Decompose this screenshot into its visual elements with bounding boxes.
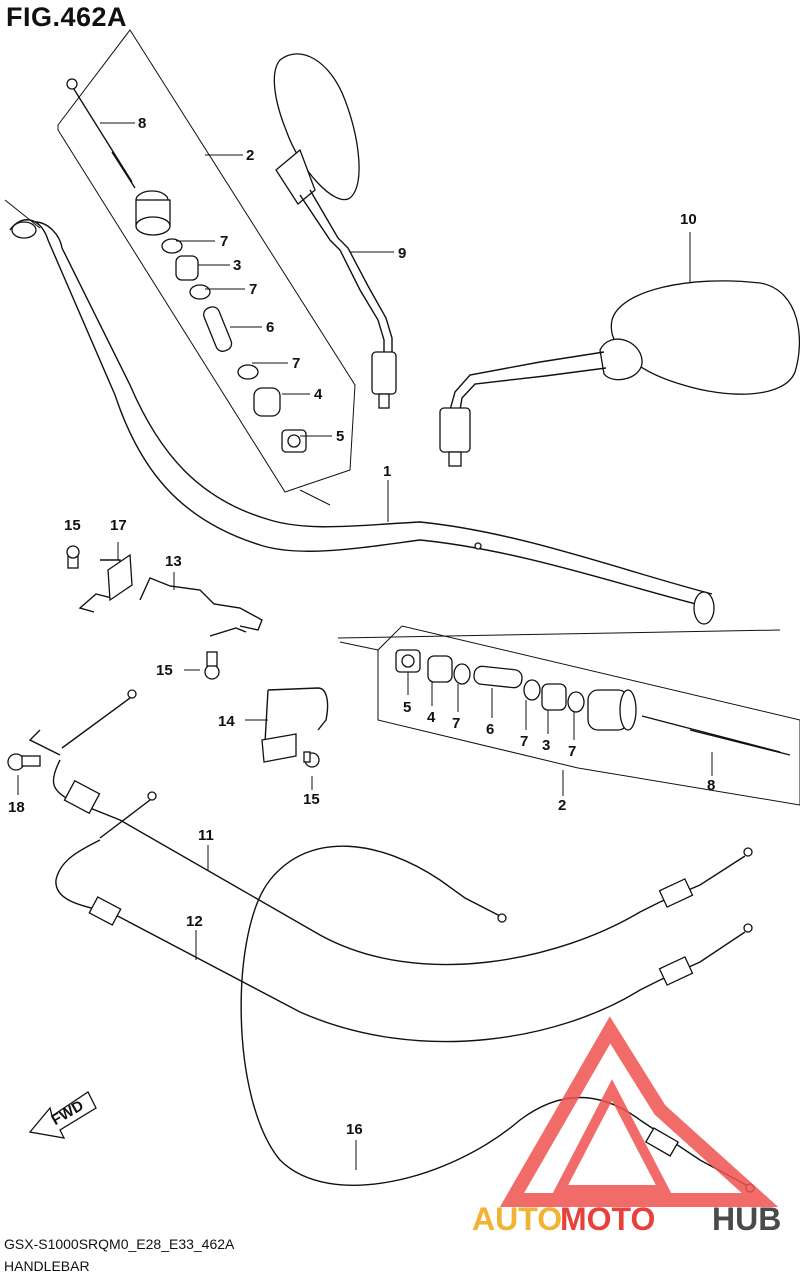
callout-11: 11 <box>198 827 214 844</box>
part-2-weight-lower <box>587 689 637 731</box>
part-1-handlebar <box>4 199 715 625</box>
part-12-return-cable <box>55 791 753 1043</box>
part-7-washer-d <box>453 663 471 685</box>
callout-4-upper: 4 <box>314 386 323 403</box>
callout-5-lower: 5 <box>403 699 411 716</box>
callout-7-f: 7 <box>568 743 576 760</box>
part-5-nut-lower <box>395 649 421 673</box>
watermark-auto: AUTO <box>472 1201 562 1237</box>
callout-6-lower: 6 <box>486 721 494 738</box>
part-5-nut-upper <box>281 429 307 453</box>
callout-4-lower: 4 <box>427 709 436 726</box>
part-10-mirror-right <box>439 280 800 467</box>
section-name: HANDLEBAR <box>4 1258 90 1274</box>
frame-tick-lower-a <box>339 641 379 651</box>
part-4-collar-upper <box>253 387 281 417</box>
callout-18: 18 <box>8 799 25 816</box>
callout-2-lower: 2 <box>558 797 566 814</box>
part-15-screw-a <box>66 545 80 569</box>
part-3-spacer-lower <box>541 683 567 711</box>
part-6-tube-upper <box>203 306 233 352</box>
callout-3-lower: 3 <box>542 737 550 754</box>
callout-6-upper: 6 <box>266 319 274 336</box>
part-15-screw-c <box>303 751 320 768</box>
callout-14: 14 <box>218 713 235 730</box>
part-4-collar-lower <box>427 655 453 683</box>
callout-7-b: 7 <box>249 281 257 298</box>
fwd-arrow-icon: FWD <box>28 1091 97 1139</box>
part-7-washer-a <box>161 238 183 254</box>
part-16-clutch-cable <box>240 845 755 1193</box>
part-13-tab <box>209 627 247 637</box>
part-9-mirror-left <box>273 53 397 409</box>
callout-7-c: 7 <box>292 355 300 372</box>
callout-5-upper: 5 <box>336 428 344 445</box>
part-7-washer-f <box>567 691 585 713</box>
callout-13: 13 <box>165 553 182 570</box>
leader-lines <box>17 122 713 1170</box>
callout-3-upper: 3 <box>233 257 241 274</box>
callout-16: 16 <box>346 1121 363 1138</box>
part-2-weight-upper <box>135 190 171 236</box>
part-7-washer-c <box>237 364 259 380</box>
watermark-hub: HUB <box>712 1201 781 1237</box>
model-code: GSX-S1000SRQM0_E28_E33_462A <box>4 1236 235 1252</box>
part-15-screw-b <box>204 651 220 680</box>
callout-9: 9 <box>398 245 406 262</box>
figure-title: FIG.462A <box>6 2 128 32</box>
part-8-rod-upper <box>66 78 136 189</box>
part-18-screw <box>7 753 41 771</box>
callout-8-upper: 8 <box>138 115 146 132</box>
part-3-spacer-upper <box>175 255 199 281</box>
part-14-bracket <box>261 687 329 763</box>
part-7-washer-e <box>523 679 541 701</box>
callout-1: 1 <box>383 463 391 480</box>
callout-12: 12 <box>186 913 203 930</box>
frame-tick-upper <box>299 489 331 506</box>
part-13-bracket <box>139 577 263 631</box>
watermark-logo <box>499 1016 779 1207</box>
callout-10: 10 <box>680 211 697 228</box>
callout-8-lower: 8 <box>707 777 715 794</box>
part-11-throttle-cable <box>28 689 753 966</box>
callout-15-c: 15 <box>303 791 320 808</box>
watermark-moto: MOTO <box>560 1201 655 1237</box>
callout-15-b: 15 <box>156 662 173 679</box>
bar-end-frame-lower <box>377 625 800 806</box>
bar-end-frame-upper <box>57 29 356 493</box>
part-17-plate <box>107 553 133 602</box>
callout-17: 17 <box>110 517 127 534</box>
callout-7-e: 7 <box>520 733 528 750</box>
part-7-washer-b <box>189 284 211 300</box>
frame-tick-lower-b <box>337 629 781 639</box>
callout-7-d: 7 <box>452 715 460 732</box>
part-8-rod-lower <box>641 715 791 756</box>
callout-2-upper: 2 <box>246 147 254 164</box>
callout-15-a: 15 <box>64 517 81 534</box>
watermark-text: AUTO MOTO HUB <box>472 1201 781 1237</box>
part-6-tube-lower <box>473 665 523 689</box>
callout-7-a: 7 <box>220 233 228 250</box>
